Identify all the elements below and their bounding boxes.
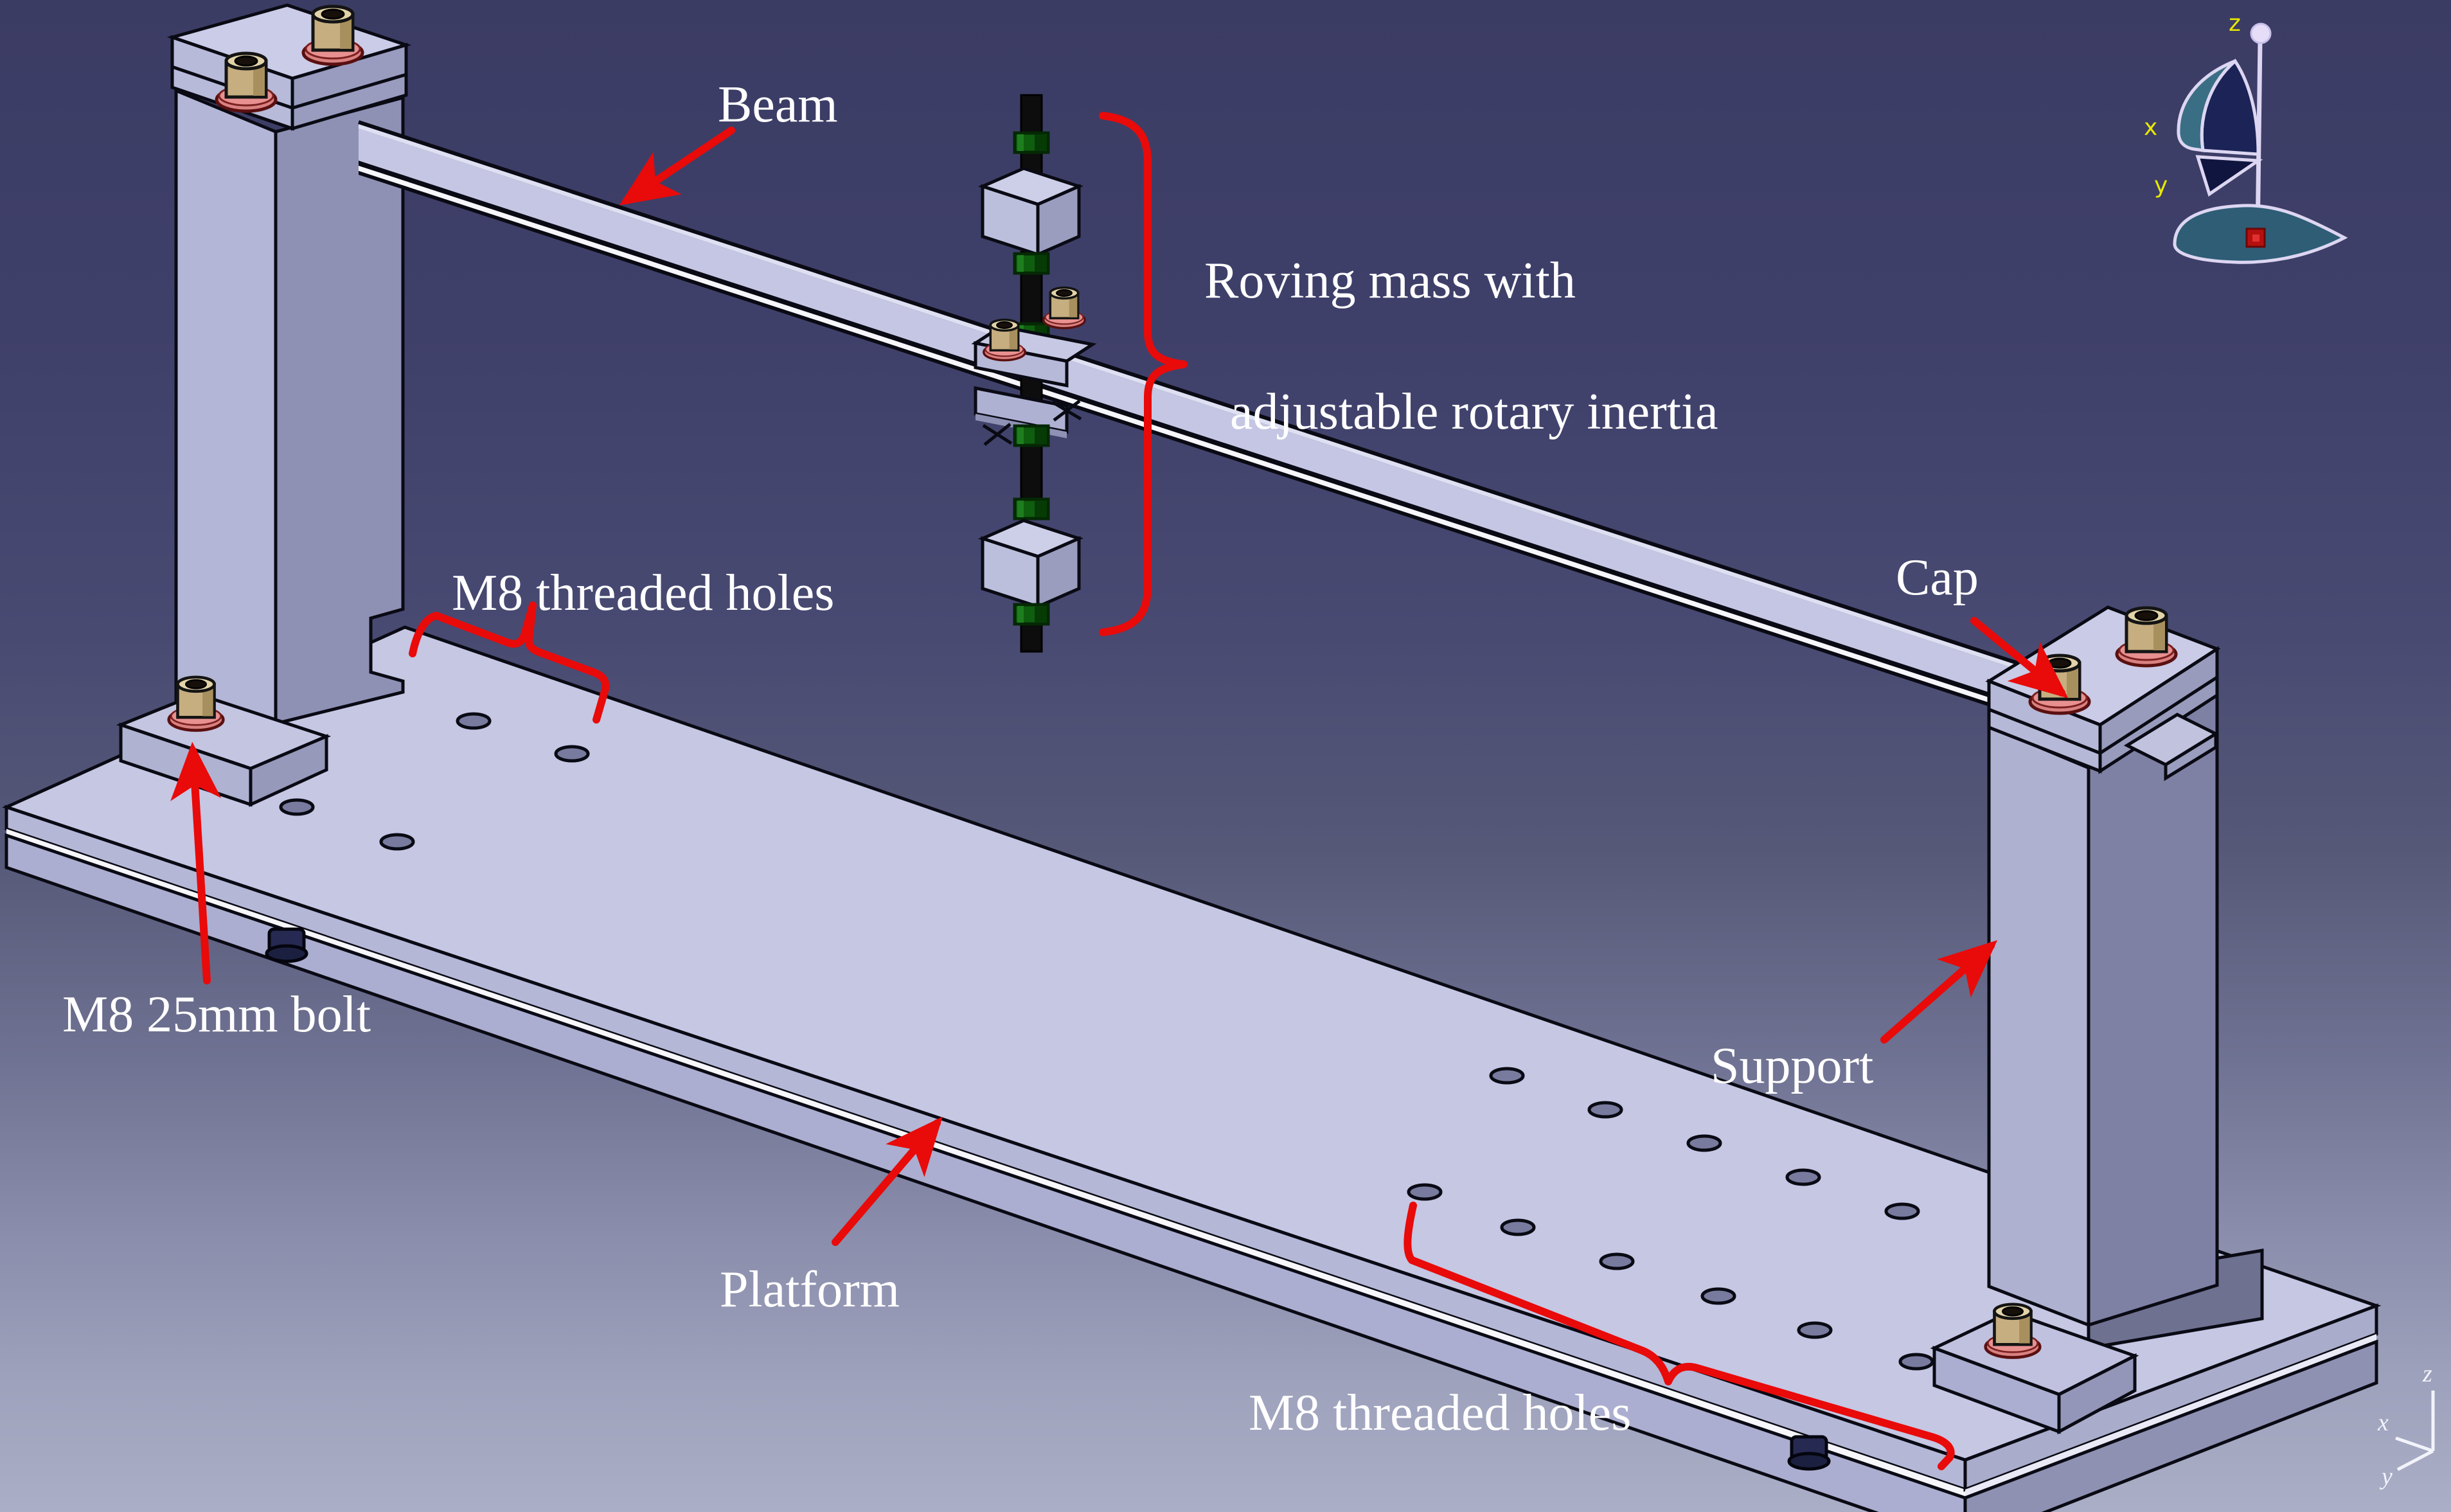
- threaded-hole: [554, 745, 590, 763]
- platform-label: Platform: [720, 1261, 900, 1318]
- top-mass-right: [1036, 184, 1081, 257]
- leader-arrows: [170, 127, 2069, 1246]
- beam-lower-edge: [359, 161, 2018, 707]
- annotation-braces: [409, 112, 1955, 1470]
- threaded-hole: [456, 712, 492, 730]
- m8-holes-left-brace: [409, 601, 610, 724]
- beam-part[interactable]: [358, 120, 2019, 716]
- right-foot-right-face: [2057, 1353, 2137, 1435]
- beam-bottom-highlight: [359, 166, 2018, 712]
- axis-triad: z x y: [2377, 1360, 2435, 1490]
- thread-marks: [982, 400, 1082, 446]
- clamp-screw-back[interactable]: [1042, 286, 1086, 330]
- support-arrow: [1880, 940, 1998, 1044]
- beam-front-face[interactable]: [359, 129, 2018, 702]
- left-foot-right-face: [249, 734, 328, 807]
- threaded-hole: [1407, 1183, 1443, 1201]
- navigation-compass[interactable]: z x y: [2144, 10, 2348, 264]
- right-cap-bolt-back[interactable]: [2117, 608, 2176, 666]
- triad-y-label: y: [2379, 1463, 2393, 1490]
- threaded-hole: [1700, 1287, 1736, 1305]
- rod-nut: [1015, 605, 1048, 624]
- right-foot-bolt[interactable]: [1986, 1304, 2040, 1358]
- left-cap-bolt-front[interactable]: [217, 53, 276, 111]
- beam-clamp-tab-side: [2164, 731, 2218, 781]
- compass-y-label: y: [2154, 172, 2168, 199]
- rod-nut: [1015, 426, 1048, 445]
- roving-mass-label-line1: Roving mass with: [1204, 253, 1576, 309]
- left-cap-right-face: [290, 42, 408, 131]
- cap-arrow: [1970, 617, 2069, 698]
- triad-x-label: x: [2377, 1409, 2389, 1436]
- bottom-mass-right: [1036, 536, 1081, 609]
- m8-25mm-bolt[interactable]: [169, 677, 224, 731]
- right-cap-bolt-front[interactable]: [2030, 655, 2089, 713]
- right-support-right-face: [2087, 689, 2219, 1328]
- m8-25mm-bolt-label: M8 25mm bolt: [62, 986, 371, 1043]
- right-leveling-bolt[interactable]: [1789, 1437, 1829, 1469]
- compass-sail-light[interactable]: [2177, 59, 2236, 152]
- beam-bottom-line: [359, 171, 2018, 716]
- threaded-hole: [1884, 1202, 1920, 1220]
- left-support-part[interactable]: [116, 3, 412, 807]
- m8-threaded-holes-left-label: M8 threaded holes: [452, 565, 835, 621]
- cap-seam: [2099, 675, 2218, 755]
- cap-seam: [292, 73, 407, 110]
- compass-triangle[interactable]: [2195, 155, 2263, 197]
- left-support-right-face: [274, 95, 405, 726]
- platform-threaded-holes: [279, 712, 1934, 1371]
- rod-nut: [1015, 133, 1048, 152]
- rod-nut: [1015, 254, 1048, 273]
- threaded-hole: [1898, 1353, 1934, 1371]
- roving-mass-brace: [1099, 112, 1188, 636]
- compass-x-label: x: [2144, 114, 2157, 141]
- beam-top-edge-line: [358, 120, 2019, 665]
- triad-x-axis: [2395, 1436, 2434, 1453]
- m8-threaded-holes-bottom-label: M8 threaded holes: [1249, 1385, 1632, 1441]
- roving-mass-label: Roving mass with adjustable rotary inert…: [1204, 248, 1718, 445]
- support-label: Support: [1711, 1038, 1874, 1094]
- threaded-hole: [279, 798, 315, 816]
- threaded-hole: [379, 833, 415, 851]
- roving-mass-part[interactable]: [971, 94, 1097, 653]
- m8-holes-bottom-brace: [1404, 1202, 1955, 1470]
- threaded-hole: [1599, 1252, 1635, 1270]
- threaded-hole: [1587, 1101, 1623, 1119]
- threaded-hole: [1500, 1218, 1536, 1236]
- right-support-front-face: [1987, 724, 2090, 1328]
- platform-arrow: [832, 1116, 943, 1246]
- left-leveling-bolt[interactable]: [267, 929, 307, 961]
- cap-right-face: [2098, 646, 2219, 774]
- threaded-hole: [1797, 1321, 1833, 1339]
- compass-z-label: z: [2229, 10, 2241, 37]
- triad-y-axis: [2396, 1449, 2434, 1472]
- threaded-hole: [1686, 1134, 1722, 1152]
- right-support-part[interactable]: [1987, 689, 2264, 1350]
- beam-label: Beam: [718, 76, 838, 133]
- left-support-front-face: [174, 88, 278, 756]
- cap-label: Cap: [1896, 549, 1979, 606]
- compass-center-dot: [2252, 235, 2259, 242]
- cap-seam: [1988, 707, 2101, 755]
- beam-arrow: [619, 127, 735, 206]
- triad-z-label: z: [2422, 1360, 2432, 1387]
- threaded-hole: [1785, 1168, 1821, 1186]
- threaded-hole: [1489, 1067, 1525, 1085]
- compass-ball[interactable]: [2250, 22, 2272, 44]
- bolt-arrow: [170, 742, 222, 984]
- left-cap-bolt-back[interactable]: [303, 6, 362, 64]
- roving-mass-label-line2: adjustable rotary inertia: [1230, 384, 1718, 440]
- clamp-screw-front[interactable]: [983, 318, 1026, 362]
- platform-right-highlight: [1965, 1334, 2376, 1498]
- platform-base-sheet-right: [1963, 1339, 2378, 1512]
- platform-base-sheet-front: [4, 833, 1967, 1512]
- platform-part[interactable]: [2, 625, 2382, 1512]
- rod-nut: [1015, 499, 1048, 519]
